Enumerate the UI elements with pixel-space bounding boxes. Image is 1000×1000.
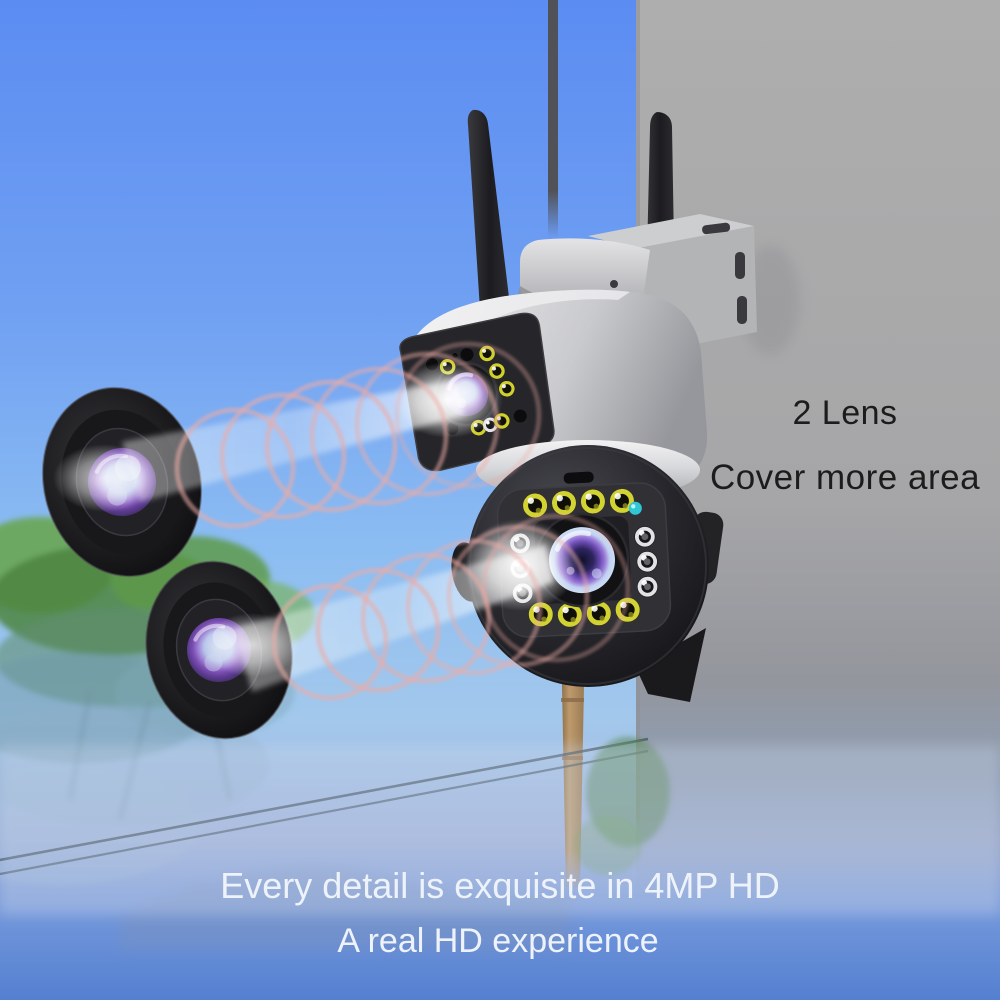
caption-cover-more-area: Cover more area [710,458,980,497]
zoom-rings-top [174,341,542,529]
lens-glare [53,444,157,512]
lens-glare [204,613,300,677]
wall-corner-edge [548,0,558,238]
lens-glare [462,519,578,611]
head-highlight [408,289,630,370]
bracket-slot-top [702,222,731,235]
zoom-rings-bottom [271,513,631,701]
sensor-notch [563,471,594,484]
bottom-caption: Every detail is exquisite in 4MP HD A re… [220,865,780,960]
security-camera [399,109,800,702]
bracket-slot-2 [737,296,747,324]
status-indicator [628,501,642,515]
antenna-left [467,109,513,342]
screw [513,409,527,423]
caption-detail-4mp: Every detail is exquisite in 4MP HD [220,865,780,906]
mist [0,745,1000,915]
bracket-slot-1 [735,252,745,279]
caption-2-lens: 2 Lens [792,394,897,432]
arm-screw [610,280,618,288]
caption-real-hd: A real HD experience [337,922,658,960]
lens-feature-caption: 2 Lens Cover more area [710,394,980,497]
screw [460,348,474,362]
